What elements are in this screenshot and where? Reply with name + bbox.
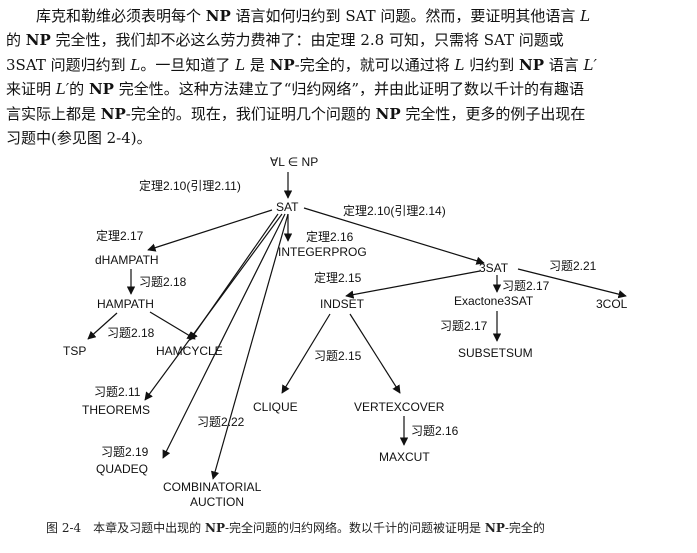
edge-3sat-indset [345, 270, 481, 299]
var-l: L [235, 55, 246, 74]
node-quadeq: QUADEQ [96, 462, 148, 476]
text-run: 。一旦知道了 [140, 55, 236, 74]
node-hampath: HAMPATH [97, 297, 154, 311]
edge-sat-theorems [144, 213, 283, 401]
para-line-6: 习题中(参见图 2-4)。 [6, 129, 152, 148]
caption-text: -完全的 [504, 521, 545, 535]
para-line-3: 3SAT 问题归约到 L。一旦知道了 L 是 NP-完全的，就可以通过将 L 归… [6, 53, 694, 77]
node-indset: INDSET [320, 297, 365, 311]
para-line-1: 库克和勒维必须表明每个 NP 语言如何归约到 SAT 问题。然而，要证明其他语言… [6, 4, 694, 28]
label-indset-children: 习题2.15 [314, 349, 362, 363]
node-3col: 3COL [596, 297, 628, 311]
edges [87, 172, 627, 480]
np-term: NP [484, 521, 505, 535]
node-integerprog: INTEGERPROG [278, 245, 367, 259]
label-sat-theorems: 习题2.11 [94, 385, 141, 399]
var-l: L [580, 7, 591, 25]
label-sat-dhampath: 定理2.17 [96, 228, 144, 243]
var-l-prime: L′ [583, 55, 597, 74]
label-exactone-subsetsum: 习题2.17 [440, 319, 488, 333]
caption-text: 图 2-4 本章及习题中出现的 [46, 521, 205, 535]
np-term: NP [25, 31, 51, 50]
label-hampath-children: 习题2.18 [107, 326, 155, 340]
para-line-2: 的 NP 完全性，我们却不必这么劳力费神了：由定理 2.8 可知，只需将 SAT… [6, 28, 694, 52]
var-l: L [130, 55, 141, 74]
label-3sat-indset: 定理2.15 [314, 270, 362, 285]
node-maxcut: MAXCUT [379, 450, 430, 464]
body-paragraph: 库克和勒维必须表明每个 NP 语言如何归约到 SAT 问题。然而，要证明其他语言… [6, 4, 694, 150]
text-run: 语言如何归约到 SAT 问题。然而，要证明其他语言 [230, 7, 581, 25]
text-run: -完全的，就可以通过将 [294, 55, 455, 74]
node-theorems: THEOREMS [82, 403, 150, 417]
text-run: 完全性，更多的例子出现在 [400, 104, 586, 123]
label-vertexcover-maxcut: 习题2.16 [411, 424, 459, 438]
edge-hampath-tsp [87, 312, 118, 340]
label-dhampath-hampath: 习题2.18 [139, 275, 187, 289]
text-run: 言实际上都是 [6, 104, 101, 123]
node-sat: SAT [276, 200, 299, 214]
text-run: 3SAT 问题归约到 [6, 55, 131, 74]
text-run: 完全性。这种方法建立了“归约网络”，并由此证明了数以千计的有趣语 [113, 80, 585, 99]
node-auction: AUCTION [190, 495, 244, 509]
node-clique: CLIQUE [253, 400, 298, 414]
text-run: 库克和勒维必须表明每个 [36, 7, 206, 25]
edge-sat-3sat [303, 207, 485, 265]
np-term: NP [375, 104, 401, 123]
node-exactone3sat: Exactone3SAT [454, 294, 534, 308]
node-3sat: 3SAT [479, 261, 509, 275]
node-tsp: TSP [63, 344, 86, 358]
para-line-5: 言实际上都是 NP-完全的。现在，我们证明几个问题的 NP 完全性，更多的例子出… [6, 102, 694, 126]
np-term: NP [205, 7, 231, 25]
edge-sat-quadeq [162, 213, 286, 459]
edge-indset-vertexcover [349, 313, 401, 394]
node-root: ∀L ∈ NP [270, 155, 318, 169]
label-sat-3sat: 定理2.10(引理2.14) [343, 203, 446, 218]
node-subsetsum: SUBSETSUM [458, 346, 533, 360]
label-sat-integerprog: 定理2.16 [306, 229, 354, 244]
text-run: -完全的。现在，我们证明几个问题的 [125, 104, 376, 123]
np-term: NP [204, 521, 225, 535]
np-term: NP [519, 55, 544, 74]
edge-hampath-hamcycle [149, 311, 196, 340]
edge-indset-clique [281, 313, 331, 394]
label-root-sat: 定理2.10(引理2.11) [139, 178, 241, 193]
var-l: L [454, 55, 465, 74]
node-hamcycle: HAMCYCLE [156, 344, 223, 358]
text-run: 的 [6, 31, 26, 50]
text-run: 语言 [544, 55, 584, 74]
np-term: NP [100, 104, 126, 123]
label-sat-quadeq: 习题2.19 [101, 445, 149, 459]
label-sat-combauction: 习题2.22 [197, 415, 245, 429]
node-vertexcover: VERTEXCOVER [354, 400, 445, 414]
node-combinatorial: COMBINATORIAL [163, 480, 262, 494]
var-l-prime: L′ [55, 80, 70, 99]
np-term: NP [269, 55, 295, 74]
np-term: NP [88, 80, 114, 99]
node-dhampath: dHAMPATH [95, 253, 159, 267]
edge-sat-combauction [211, 213, 289, 480]
para-line-4: 来证明 L′的 NP 完全性。这种方法建立了“归约网络”，并由此证明了数以千计的… [6, 77, 694, 101]
edge-3sat-3col [517, 268, 627, 299]
text-run: 完全性，我们却不必这么劳力费神了：由定理 2.8 可知，只需将 SAT 问题或 [50, 31, 564, 50]
caption-text: -完全问题的归约网络。数以千计的问题被证明是 [224, 521, 485, 535]
text-run: 是 [245, 55, 270, 74]
text-run: 的 [69, 80, 89, 99]
label-3sat-3col: 习题2.21 [549, 259, 597, 273]
edge-sat-dhampath [147, 209, 273, 252]
label-3sat-exactone: 习题2.17 [502, 279, 550, 293]
text-run: 来证明 [6, 80, 56, 99]
figure-caption: 图 2-4 本章及习题中出现的 NP-完全问题的归约网络。数以千计的问题被证明是… [46, 519, 686, 536]
text-run: 归约到 [464, 55, 519, 74]
